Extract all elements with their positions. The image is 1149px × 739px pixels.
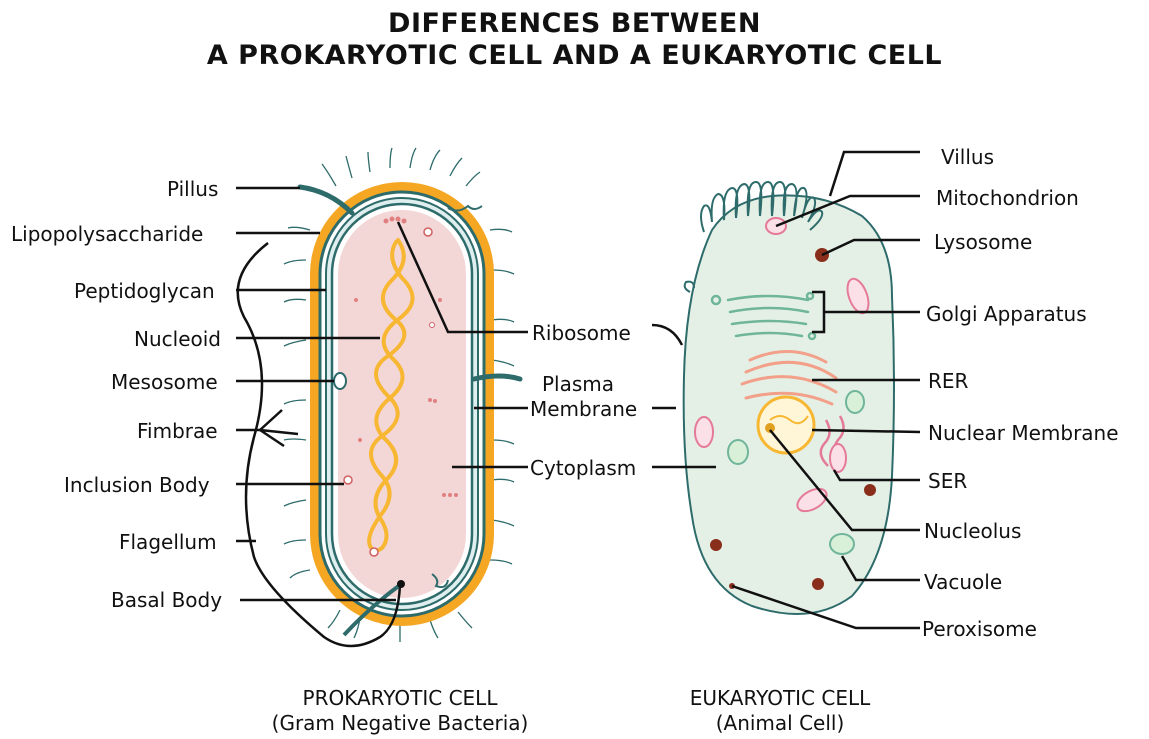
label-golgi-apparatus: Golgi Apparatus	[926, 302, 1087, 326]
label-nuclear-membrane: Nuclear Membrane	[928, 421, 1119, 445]
label-pillus: Pillus	[167, 177, 218, 201]
label-fimbrae: Fimbrae	[137, 419, 218, 443]
caption-gram-negative: (Gram Negative Bacteria)	[230, 711, 570, 735]
mesosome-shape	[334, 373, 346, 389]
eukaryotic-cell	[684, 182, 894, 614]
prokaryotic-cell	[238, 148, 520, 646]
label-cytoplasm: Cytoplasm	[530, 456, 636, 480]
label-membrane: Membrane	[530, 397, 637, 421]
caption-animal-cell: (Animal Cell)	[660, 711, 900, 735]
label-nucleolus: Nucleolus	[924, 519, 1021, 543]
label-peroxisome: Peroxisome	[922, 617, 1037, 641]
caption-eukaryotic-cell: EUKARYOTIC CELL	[660, 686, 900, 710]
label-ser: SER	[928, 469, 967, 493]
label-mesosome: Mesosome	[111, 370, 218, 394]
label-ribosome: Ribosome	[532, 321, 631, 345]
inclusion-body-shape	[344, 476, 352, 484]
label-vacuole: Vacuole	[924, 570, 1002, 594]
label-villus: Villus	[941, 145, 994, 169]
label-inclusion-body: Inclusion Body	[64, 473, 210, 497]
pillus-shape	[300, 187, 352, 213]
label-rer: RER	[928, 369, 968, 393]
label-peptidoglycan: Peptidoglycan	[74, 279, 215, 303]
label-lysosome: Lysosome	[934, 230, 1032, 254]
basal-body-shape	[397, 580, 405, 588]
label-lipopolysaccharide: Lipopolysaccharide	[11, 222, 203, 246]
label-plasma: Plasma	[542, 372, 614, 396]
label-flagellum: Flagellum	[119, 530, 217, 554]
label-mitochondrion: Mitochondrion	[936, 186, 1079, 210]
label-nucleoid: Nucleoid	[134, 327, 221, 351]
label-basal-body: Basal Body	[111, 588, 222, 612]
caption-prokaryotic-cell: PROKARYOTIC CELL	[240, 686, 560, 710]
